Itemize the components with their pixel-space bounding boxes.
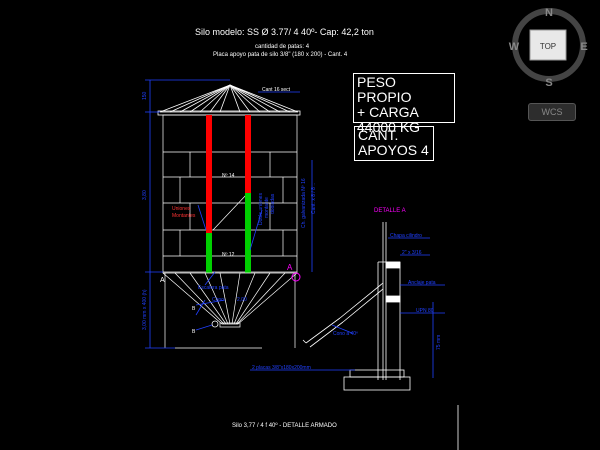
- label-hopper-val: 2,00: [237, 297, 247, 303]
- load-box: PESO PROPIO + CARGA 44000 KG: [353, 73, 455, 135]
- compass-e: E: [580, 41, 587, 53]
- label-union-mid-1: Doble uniones: [258, 193, 264, 225]
- dim-body: 3,80: [142, 190, 148, 200]
- label-placas: 2 placas 3/8"x180x200mm: [252, 365, 311, 371]
- label-tube: 2" x 3/16: [402, 250, 422, 256]
- wcs-button[interactable]: WCS: [528, 103, 576, 121]
- footer-caption: Silo 3,77 / 4 f 40º - DETALLE ARMADO: [232, 422, 337, 429]
- silo-hopper: [162, 272, 298, 349]
- load-line-3: 44000 KG: [357, 119, 421, 135]
- compass-s: S: [545, 77, 552, 89]
- label-n12: Nº 12: [222, 252, 235, 258]
- compass-n: N: [545, 7, 553, 19]
- dimension-lines: [145, 79, 313, 349]
- viewcube[interactable]: TOP N S W E: [509, 7, 588, 89]
- load-line-1: PESO PROPIO: [357, 74, 412, 105]
- label-upright-1: Ch. galvanizada Nº 16: [301, 178, 307, 228]
- detail-a-marker: [291, 272, 301, 282]
- roof-note: Cant 16 sect: [262, 87, 291, 93]
- supports-line-1: CANT.: [358, 127, 399, 143]
- label-chapa: Chapa cilindro: [390, 233, 422, 239]
- detail-title: DETALLE A: [374, 208, 406, 214]
- detail-a-labels: DETALLE A Chapa cilindro 2" x 3/16 Ancla…: [252, 208, 442, 371]
- label-cono-40: Cono a 40º: [333, 331, 358, 337]
- silo-labels: Cant 16 sect Nº 14 Nº 12 Uniones Montant…: [142, 87, 317, 335]
- label-scale-leg: Escalera pata: [198, 285, 229, 291]
- viewcube-top-label: TOP: [540, 42, 556, 51]
- supports-box: CANT. APOYOS 4: [354, 126, 434, 161]
- silo-roof: [157, 84, 301, 116]
- detail-a-drawing: [302, 222, 411, 391]
- label-union-left-2: Montantes: [172, 213, 196, 219]
- label-union-left-1: Uniones: [172, 206, 191, 212]
- label-dim-75: 75 mm: [436, 335, 442, 350]
- label-cono: Cono: [212, 297, 224, 303]
- point-a-right: A: [287, 263, 293, 272]
- label-upn: UPN 80: [416, 308, 434, 314]
- label-union-mid-2: montante: [264, 197, 270, 218]
- point-b-1: B: [192, 306, 196, 312]
- compass-w: W: [509, 41, 520, 53]
- point-a-left: A: [160, 277, 165, 284]
- drawing-title: Silo modelo: SS Ø 3.77/ 4 40º- Cap: 42,2…: [195, 27, 374, 37]
- outlet-circle: [211, 320, 219, 328]
- dim-leg: 3,00 mm x 400 (h): [142, 289, 148, 330]
- viewcube-top-face[interactable]: [529, 29, 567, 61]
- subtitle-legs: cantidad de patas: 4: [255, 44, 310, 50]
- detail-a-leaders: [250, 237, 445, 378]
- label-n14: Nº 14: [222, 173, 235, 179]
- silo-body: [162, 114, 298, 273]
- load-line-2: + CARGA: [357, 104, 419, 120]
- label-upright-2: Cant. x 8 / 8 ..: [311, 183, 317, 214]
- subtitle-plate: Placa apoyo pata de silo 3/8" (180 x 200…: [213, 52, 348, 58]
- point-b-2: B: [192, 329, 196, 335]
- label-anclaje: Anclaje pata: [408, 280, 436, 286]
- silo-uprights: [206, 115, 251, 273]
- dim-top: 150: [142, 91, 148, 100]
- label-union-mid-3: dobladas: [270, 193, 276, 214]
- supports-line-2: APOYOS 4: [358, 142, 429, 158]
